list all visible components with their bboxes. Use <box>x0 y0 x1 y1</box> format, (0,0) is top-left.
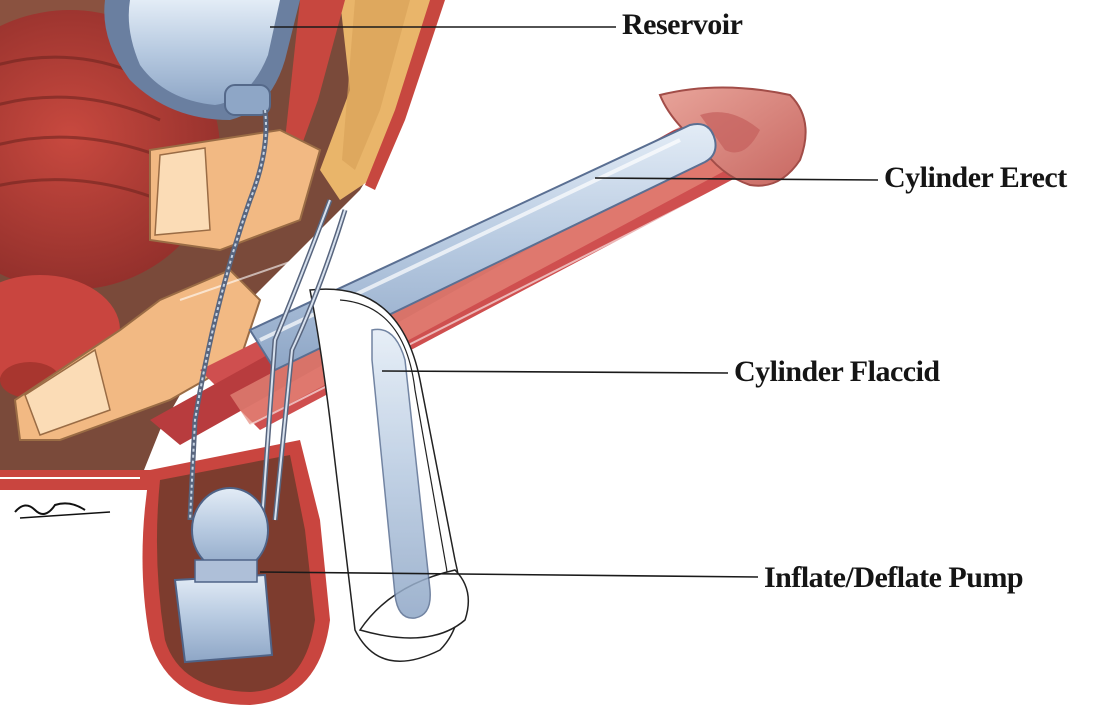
signature-mark <box>15 503 110 518</box>
leader-cylinder-flaccid <box>382 371 728 373</box>
label-reservoir: Reservoir <box>622 10 742 40</box>
label-cylinder-erect: Cylinder Erect <box>884 163 1067 193</box>
label-cylinder-flaccid: Cylinder Flaccid <box>734 357 940 387</box>
leader-pump <box>260 572 758 577</box>
label-pump: Inflate/Deflate Pump <box>764 563 1023 593</box>
